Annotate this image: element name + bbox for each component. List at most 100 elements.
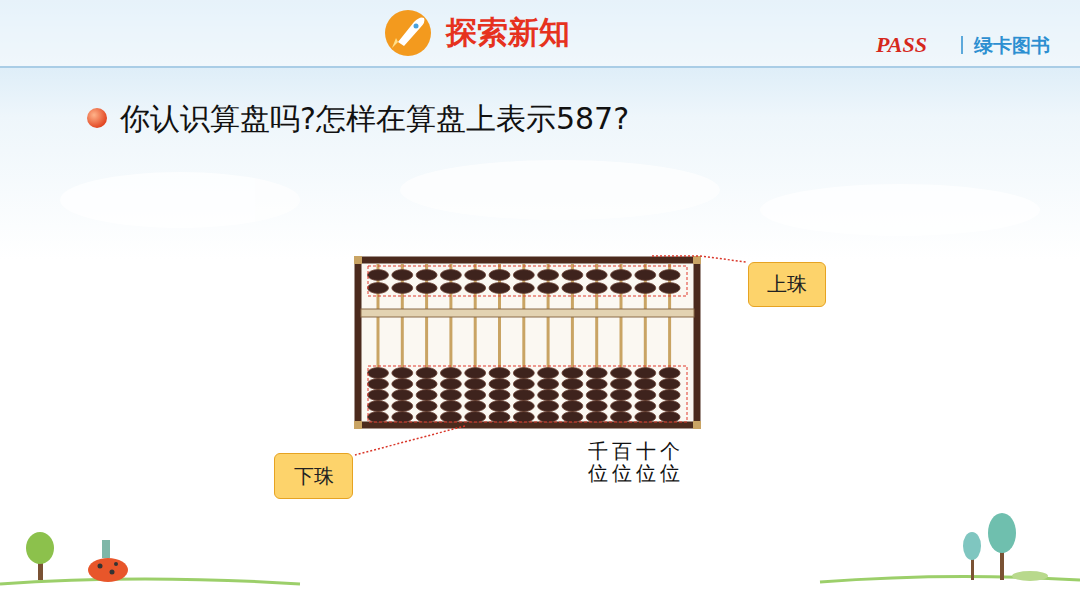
question-text: 你认识算盘吗?怎样在算盘上表示587? [120,99,629,140]
abacus-bead [635,412,656,423]
abacus-bead [586,379,607,390]
header-band [0,0,1080,66]
abacus-bead [586,368,607,379]
abacus-bead [513,368,534,379]
abacus-bead [465,390,486,401]
abacus-bead [465,270,486,281]
abacus-bead [489,412,510,423]
abacus [354,256,701,429]
bead-group-outline [368,366,687,422]
abacus-bead [513,270,534,281]
abacus-bead [368,390,389,401]
abacus-frame [358,260,697,425]
abacus-bead [635,283,656,294]
abacus-bead [635,390,656,401]
abacus-bead [659,390,680,401]
abacus-bead [489,368,510,379]
abacus-bead [440,283,461,294]
abacus-bead [440,390,461,401]
abacus-bead [489,401,510,412]
abacus-bead [635,401,656,412]
abacus-bead [392,401,413,412]
abacus-bead [586,390,607,401]
abacus-bead [562,270,583,281]
abacus-bead [635,379,656,390]
frame-corner [693,256,701,264]
callout-box: 上珠 [748,262,826,307]
abacus-bead [586,401,607,412]
abacus-bead [586,283,607,294]
abacus-bead [562,390,583,401]
leader-line [652,256,746,262]
abacus-bead [659,379,680,390]
abacus-bead [611,368,632,379]
abacus-bead [440,368,461,379]
abacus-bead [368,401,389,412]
leader-lines [355,256,746,455]
frame-corner [354,256,362,264]
abacus-bead [538,401,559,412]
abacus-bead [489,379,510,390]
abacus-bead [562,283,583,294]
abacus-bead [562,412,583,423]
abacus-bead [611,412,632,423]
place-value-label: 百位 [612,440,632,484]
abacus-bead [513,390,534,401]
abacus-bead [465,379,486,390]
frame-corner [354,421,362,429]
leader-line [355,426,465,455]
abacus-bead [635,270,656,281]
abacus-bead [392,390,413,401]
abacus-bead [368,412,389,423]
abacus-bead [368,368,389,379]
logo-divider [961,36,963,54]
abacus-bead [538,368,559,379]
abacus-bead [513,401,534,412]
abacus-bead [465,368,486,379]
abacus-bead [513,283,534,294]
abacus-bead [392,283,413,294]
callout-text: 上珠 [767,271,807,298]
abacus-bead [440,270,461,281]
abacus-bead [586,270,607,281]
abacus-bead [611,270,632,281]
abacus-bead [513,412,534,423]
rocket-icon [385,10,431,56]
clouds [60,160,1040,236]
abacus-bead [465,401,486,412]
abacus-bead [538,412,559,423]
abacus-bead [635,368,656,379]
frame-corner [693,421,701,429]
sky [0,0,1080,260]
place-value-label: 十位 [636,440,656,484]
abacus-bead [416,368,437,379]
abacus-bead [659,283,680,294]
abacus-bead [416,283,437,294]
place-value-label: 千位 [588,440,608,484]
abacus-bead [611,283,632,294]
abacus-bead [440,412,461,423]
abacus-bead [368,283,389,294]
abacus-bead [416,390,437,401]
abacus-bead [538,283,559,294]
abacus-bead [586,412,607,423]
abacus-bead [562,368,583,379]
slide-title: 探索新知 [446,12,570,54]
abacus-bead [659,401,680,412]
place-value-label: 个位 [660,440,680,484]
header-line [0,66,1080,68]
abacus-bead [538,390,559,401]
bottom-decoration [0,513,1080,608]
abacus-bead [440,401,461,412]
abacus-bead [611,390,632,401]
abacus-bead [513,379,534,390]
abacus-bead [611,401,632,412]
abacus-bead [465,283,486,294]
abacus-bead [416,412,437,423]
brand-name: 绿卡图书 [974,33,1050,59]
abacus-bead [659,412,680,423]
brand-logo: PASS [876,32,927,58]
abacus-bead [416,379,437,390]
abacus-bead [489,390,510,401]
